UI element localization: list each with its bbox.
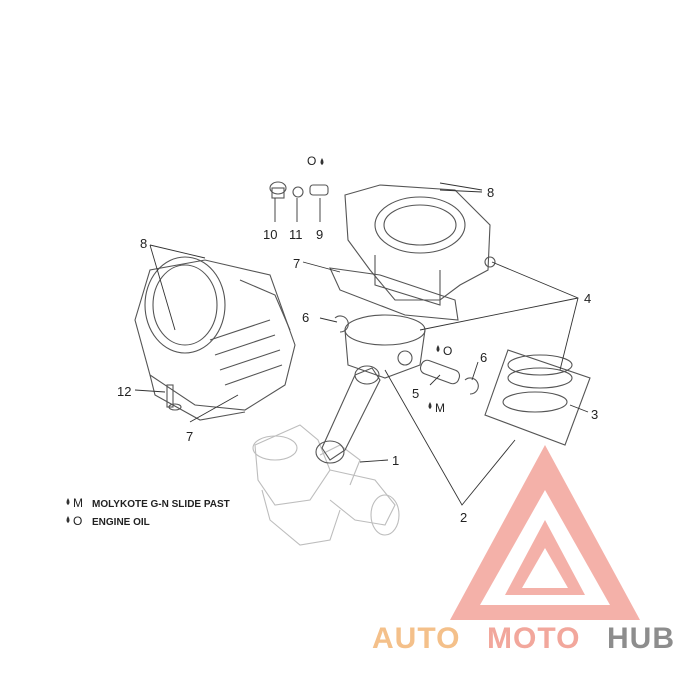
watermark-logo-text: AUTO MOTO HUB — [372, 622, 675, 655]
piston-pin-part — [419, 359, 461, 385]
o-ring-part — [292, 186, 304, 198]
piston-part — [344, 314, 426, 379]
legend-molykote-symbol: M — [73, 496, 83, 510]
legend-molykote-text: MOLYKOTE G-N SLIDE PAST — [92, 499, 230, 510]
lower-cylinder-block-part — [134, 256, 296, 421]
circlip-left-part — [334, 315, 349, 333]
dowel-part — [309, 184, 329, 196]
callout-12: 12 — [117, 384, 131, 399]
molykote-marker-pin: M — [435, 401, 445, 415]
callout-7-upper: 7 — [293, 256, 300, 271]
legend-oil-symbol: O — [73, 514, 82, 528]
oil-marker-top: O — [307, 154, 316, 168]
callout-6-left: 6 — [302, 310, 309, 325]
callout-4: 4 — [584, 291, 591, 306]
watermark-moto: MOTO — [487, 622, 580, 655]
callout-1: 1 — [392, 453, 399, 468]
watermark-hub: HUB — [607, 622, 675, 655]
bolt-part — [166, 384, 182, 411]
connecting-rod-part — [315, 365, 381, 464]
head-gasket-part — [329, 267, 459, 321]
callout-9: 9 — [316, 227, 323, 242]
molykote-drop-icon — [428, 402, 432, 409]
callout-6-right: 6 — [480, 350, 487, 365]
watermark-auto: AUTO — [372, 622, 460, 655]
piston-rings-part — [484, 349, 591, 446]
callout-3: 3 — [591, 407, 598, 422]
oil-drop-icon — [66, 516, 70, 523]
legend: M MOLYKOTE G-N SLIDE PAST O ENGINE OIL — [66, 496, 230, 528]
plug-part — [269, 181, 287, 199]
circlip-right-part — [464, 377, 479, 395]
callout-8-upper: 8 — [487, 185, 494, 200]
leader-lines — [134, 182, 589, 506]
callout-5: 5 — [412, 386, 419, 401]
oil-drop-icon — [436, 345, 440, 352]
callout-8-lower: 8 — [140, 236, 147, 251]
cylinder-head-part — [344, 184, 496, 306]
watermark-logo-triangle — [450, 445, 640, 620]
callout-7-lower: 7 — [186, 429, 193, 444]
callout-2: 2 — [460, 510, 467, 525]
callout-10: 10 — [263, 227, 277, 242]
oil-drop-icon — [320, 158, 324, 165]
crankshaft-part — [252, 424, 400, 546]
legend-oil-text: ENGINE OIL — [92, 517, 150, 528]
oil-marker-piston: O — [443, 344, 452, 358]
molykote-drop-icon — [66, 498, 70, 505]
callout-11: 11 — [289, 227, 303, 242]
